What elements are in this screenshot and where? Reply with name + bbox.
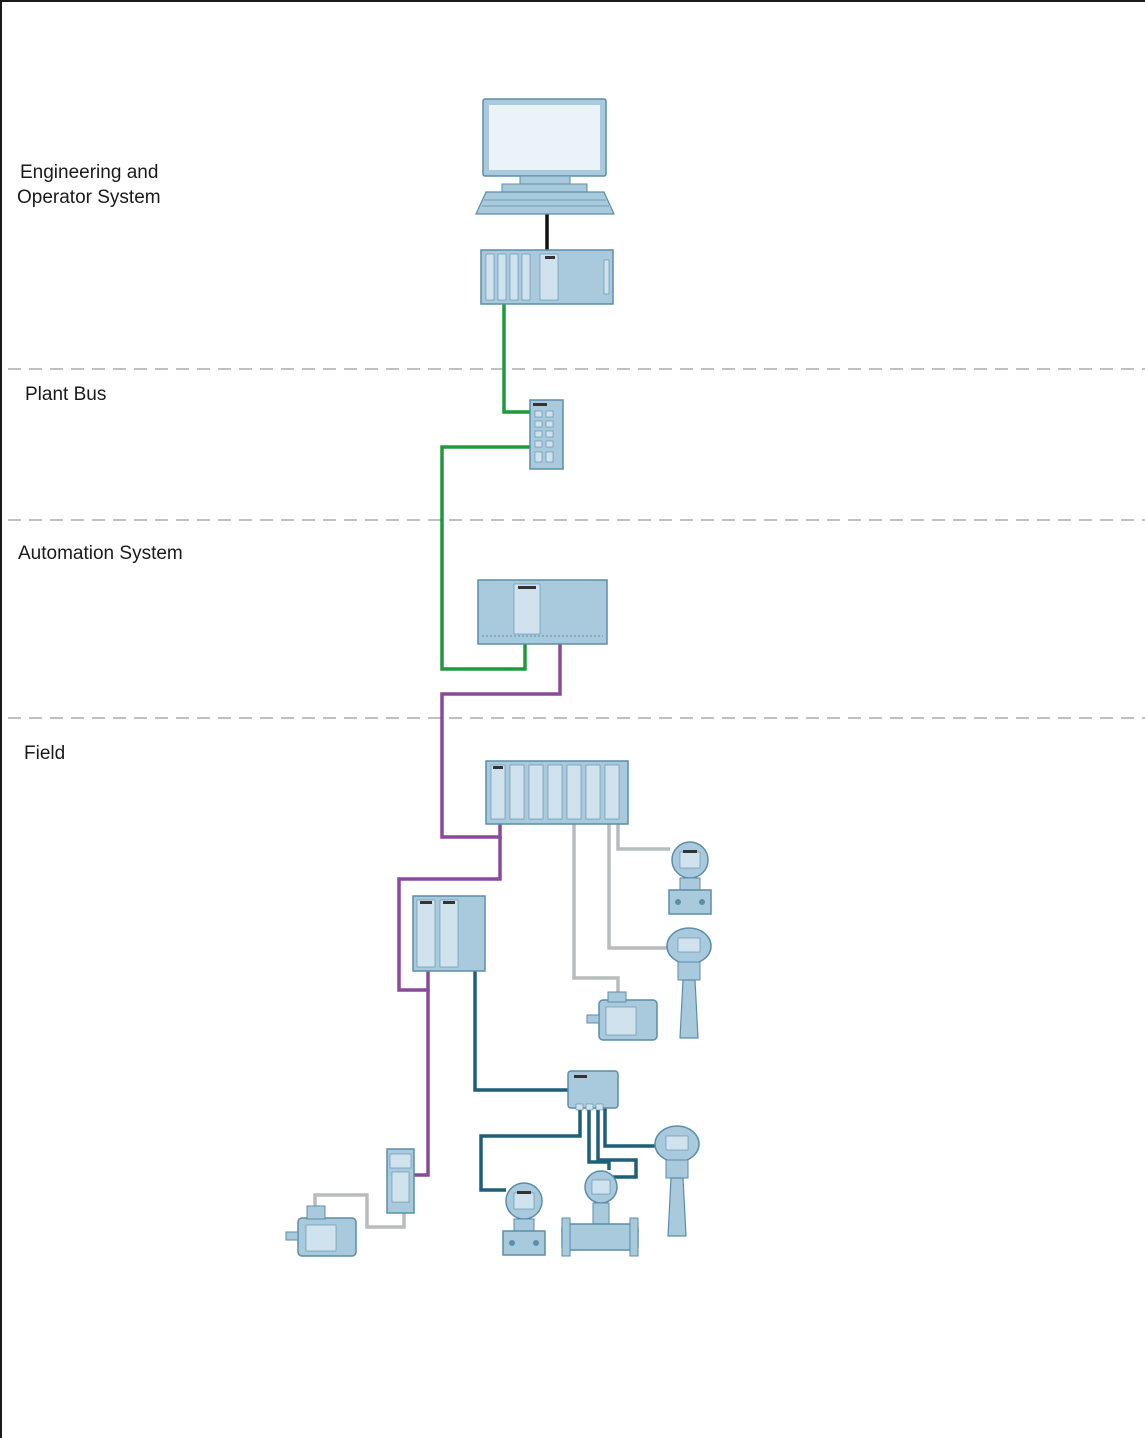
wiring-converter-motor (313, 1193, 406, 1229)
wiring-io-radar (607, 822, 668, 950)
profibus-dp-controller-io (440, 644, 562, 839)
zone-label-plant-bus: Plant Bus (25, 384, 107, 405)
profibus-pa-coupler-junction (473, 968, 568, 1092)
server-rack-icon (480, 249, 614, 305)
motor-icon-io (586, 991, 658, 1041)
profibus-pa-junction-flowmeter-2 (596, 1108, 638, 1179)
profibus-dp-coupler-converter (412, 990, 430, 1177)
radar-level-sensor-icon (666, 927, 712, 1039)
profibus-pa-junction-flowmeter (587, 1108, 611, 1170)
plant-bus-link-server-switch (502, 304, 530, 414)
coupler-icon (412, 895, 486, 972)
wiring-io-pressure (616, 822, 670, 851)
motor-icon (285, 1205, 357, 1257)
zone-dividers (8, 368, 1145, 719)
operator-workstation-icon (475, 98, 615, 215)
network-switch-icon (529, 399, 564, 470)
profibus-dp-io-coupler (397, 837, 502, 992)
radar-level-sensor-icon-pa (654, 1125, 700, 1237)
automation-controller-icon (477, 579, 608, 645)
zone-label-field: Field (24, 743, 66, 764)
plant-bus-link-switch-controller (440, 445, 530, 671)
io-station-icon (485, 760, 629, 825)
profibus-pa-junction-radar (603, 1108, 655, 1148)
wiring-io-motor (572, 822, 620, 992)
zone-label-automation: Automation System (18, 543, 183, 564)
zone-label-engineering-line2: Operator System (17, 187, 161, 208)
frequency-converter-icon (386, 1148, 415, 1214)
zone-label-engineering: Engineering and Operator System (17, 160, 161, 210)
pressure-transmitter-icon (668, 841, 712, 915)
profibus-pa-junction-pressure (479, 1108, 582, 1192)
pressure-transmitter-icon-pa (502, 1182, 546, 1256)
zone-label-engineering-line1: Engineering and (20, 162, 159, 183)
pa-junction-box-icon (567, 1070, 619, 1111)
flowmeter-icon (561, 1170, 639, 1257)
